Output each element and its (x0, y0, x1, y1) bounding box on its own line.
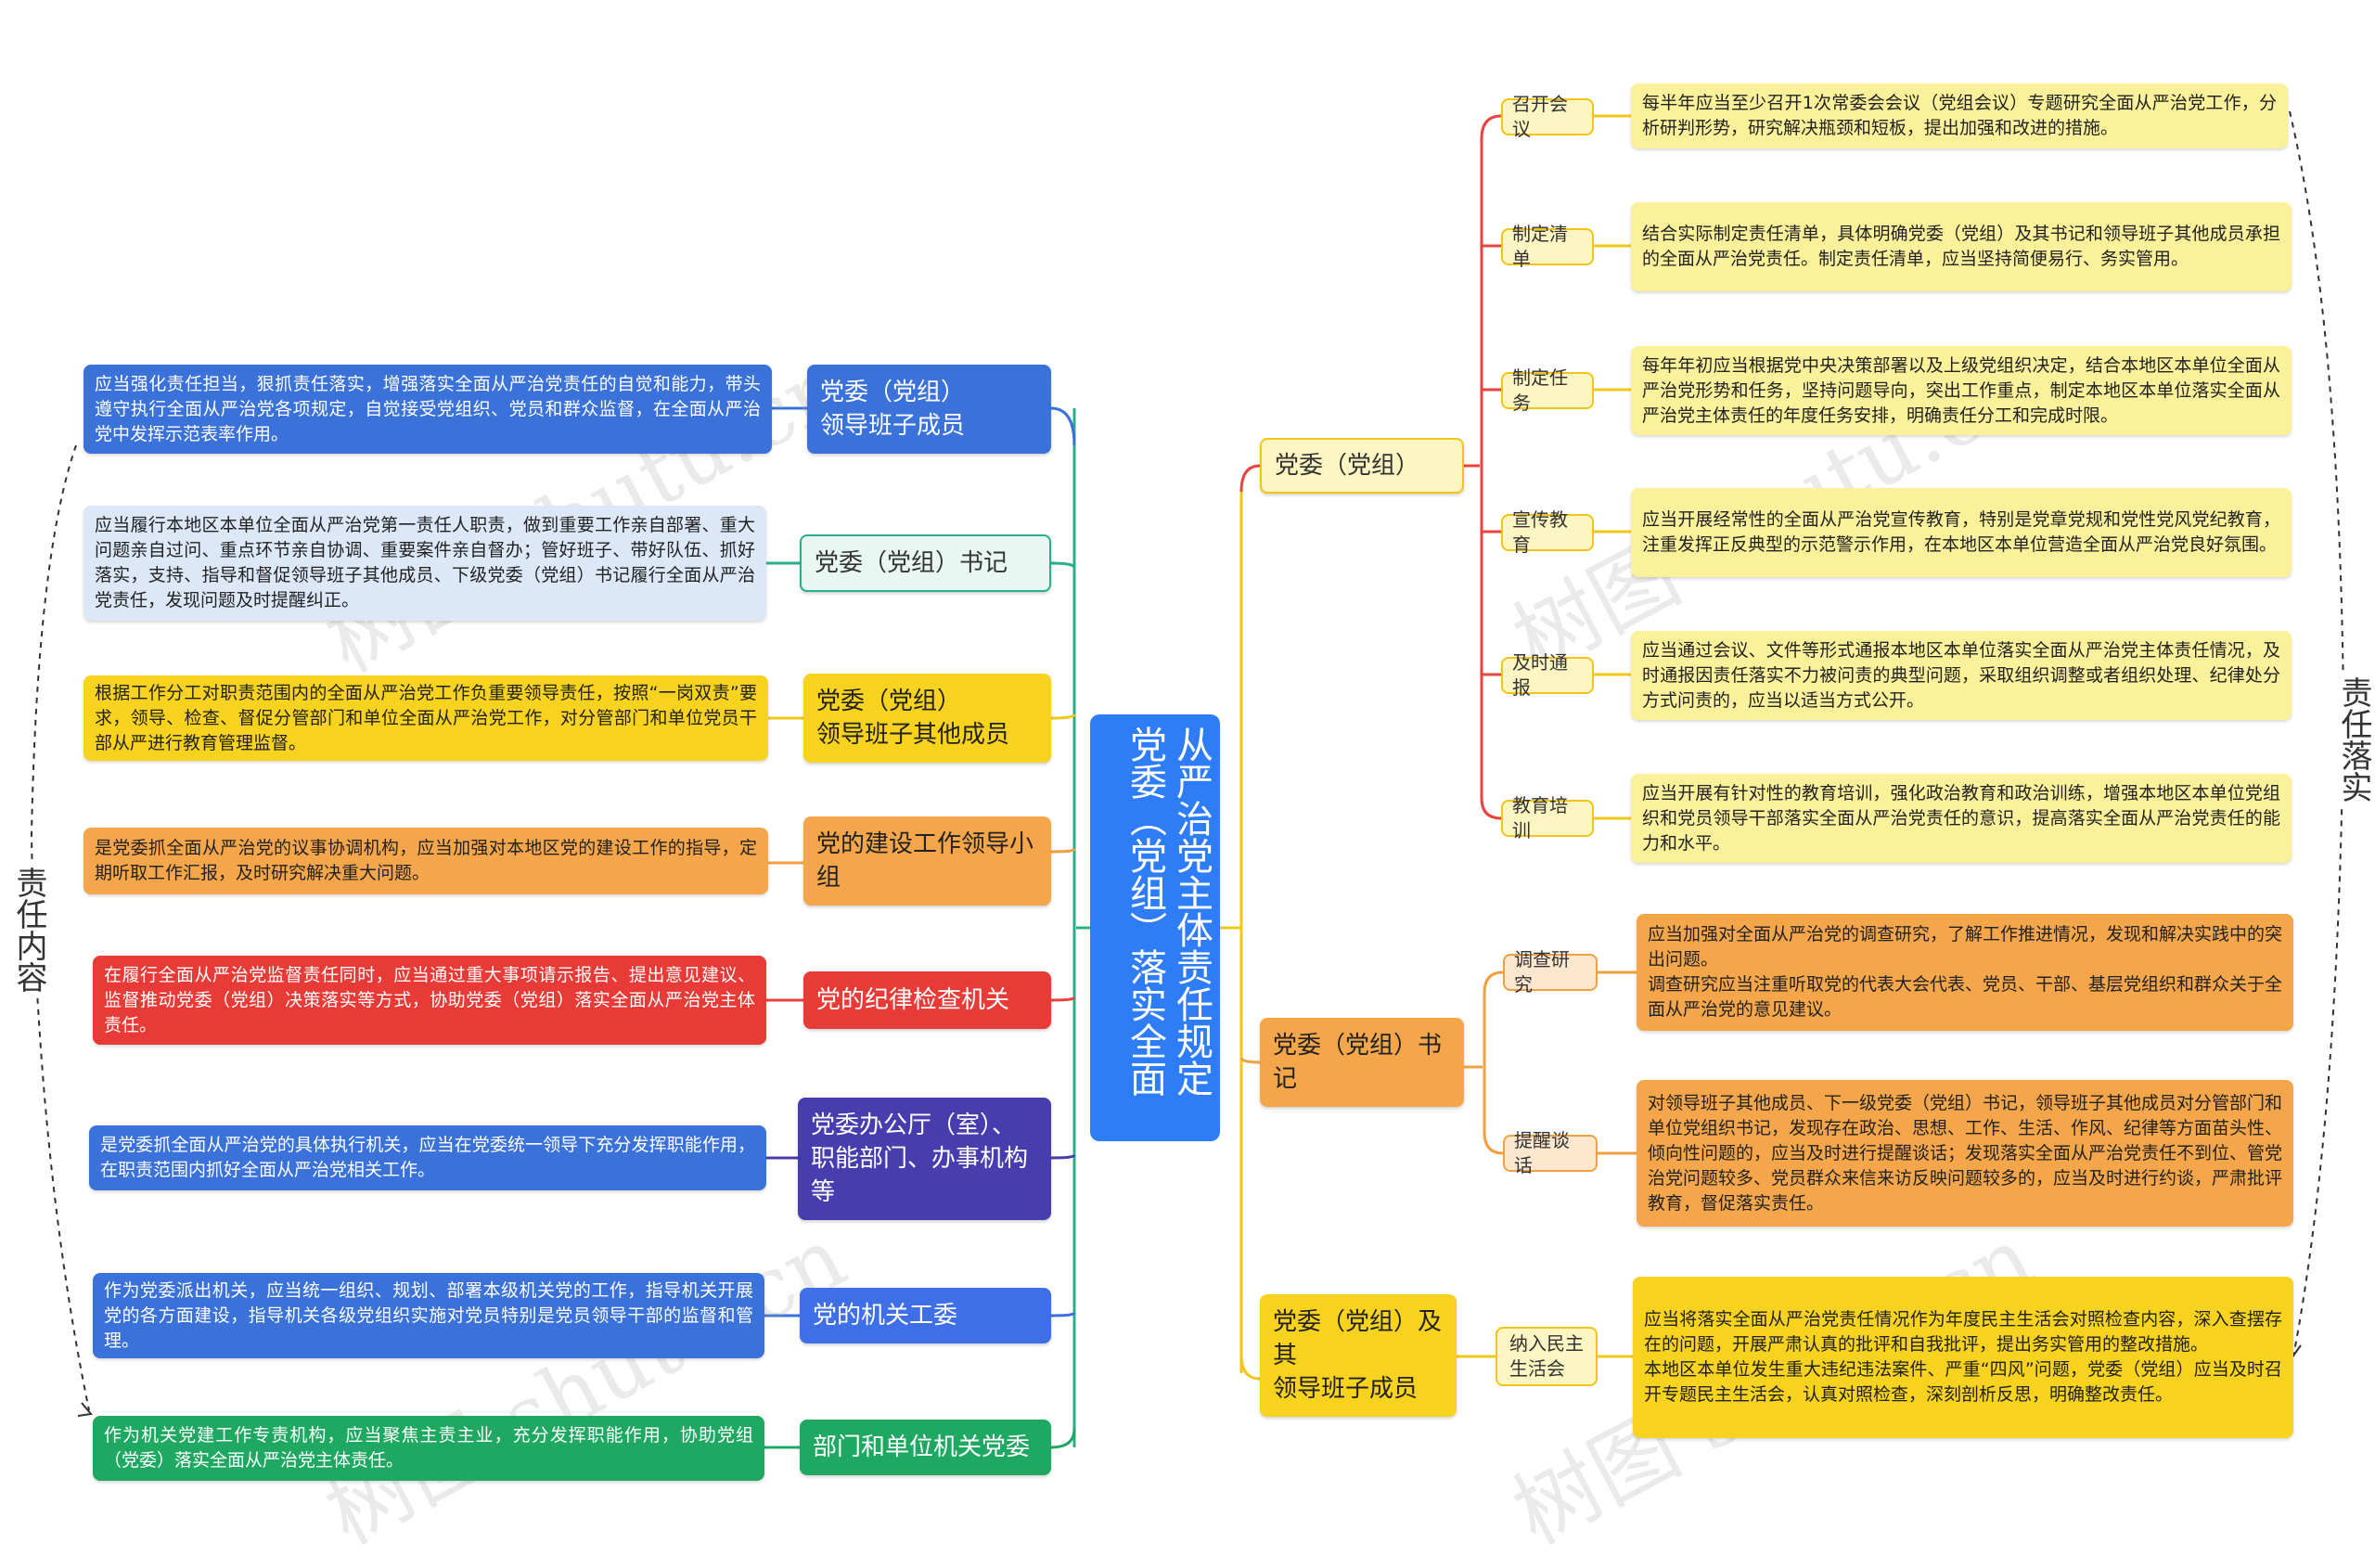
node-timely-report[interactable]: 及时通报 (1501, 651, 1594, 699)
node-party-secretary[interactable]: 党委（党组）书记 (800, 534, 1051, 592)
node-building-group[interactable]: 党的建设工作领导小组 (803, 816, 1051, 906)
text-party-secretary: 应当履行本地区本单位全面从严治党第一责任人职责，做到重要工作亲自部署、重大问题亲… (83, 506, 766, 621)
node-make-tasks[interactable]: 制定任务 (1501, 366, 1594, 414)
node-investigation[interactable]: 调查研究 (1503, 948, 1598, 996)
node-discipline-organ[interactable]: 党的纪律检查机关 (803, 971, 1051, 1029)
text-publicity-education: 应当开展经常性的全面从严治党宣传教育，特别是党章党规和党性党风党纪教育，注重发挥… (1631, 488, 2292, 577)
text-make-list: 结合实际制定责任清单，具体明确党委（党组）及其书记和领导班子其他成员承担的全面从… (1631, 202, 2292, 291)
node-office-departments[interactable]: 党委办公厅（室）、职能部门、办事机构等 (798, 1098, 1051, 1220)
text-education-training: 应当开展有针对性的教育培训，强化政治教育和政治训练，增强本地区本单位党组织和党员… (1631, 774, 2292, 863)
side-label-left: 责任内容 (10, 863, 47, 996)
node-party-committee[interactable]: 党委（党组） (1260, 438, 1464, 494)
node-education-training[interactable]: 教育培训 (1501, 794, 1594, 842)
node-organ-work-committee[interactable]: 党的机关工委 (800, 1288, 1051, 1343)
text-unit-organ-committee: 作为机关党建工作专责机构，应当聚焦主责主业，充分发挥职能作用，协助党组（党委）落… (93, 1416, 764, 1481)
text-building-group: 是党委抓全面从严治党的议事协调机构，应当加强对本地区党的建设工作的指导，定期听取… (83, 828, 768, 894)
node-leader-members[interactable]: 党委（党组） 领导班子成员 (807, 365, 1051, 454)
text-organ-work-committee: 作为党委派出机关，应当统一组织、规划、部署本级机关党的工作，指导机关开展党的各方… (93, 1273, 764, 1358)
text-leader-members: 应当强化责任担当，狠抓责任落实，增强落实全面从严治党责任的自觉和能力，带头遵守执… (83, 365, 772, 454)
text-democratic-life-meeting: 应当将落实全面从严治党责任情况作为年度民主生活会对照检查内容，深入查摆存在的问题… (1633, 1277, 2293, 1438)
node-publicity-education[interactable]: 宣传教育 (1501, 508, 1594, 556)
node-make-list[interactable]: 制定清单 (1501, 223, 1594, 270)
node-democratic-life-meeting[interactable]: 纳入民主 生活会 (1496, 1327, 1598, 1386)
side-label-right: 责任落实 (2335, 673, 2372, 806)
text-make-tasks: 每年年初应当根据党中央决策部署以及上级党组织决定，结合本地区本单位全面从严治党形… (1631, 346, 2292, 435)
text-timely-report: 应当通过会议、文件等形式通报本地区本单位落实全面从严治党主体责任情况，及时通报因… (1631, 631, 2292, 720)
text-investigation: 应当加强对全面从严治党的调查研究，了解工作推进情况，发现和解决实践中的突出问题。… (1637, 914, 2293, 1031)
node-committee-secretary[interactable]: 党委（党组）书记 (1260, 1018, 1464, 1107)
text-reminder-talk: 对领导班子其他成员、下一级党委（党组）书记，领导班子其他成员对分管部门和单位党组… (1637, 1080, 2293, 1227)
node-unit-organ-committee[interactable]: 部门和单位机关党委 (800, 1420, 1051, 1475)
text-other-members: 根据工作分工对职责范围内的全面从严治党工作负重要领导责任，按照“一岗双责”要求，… (83, 675, 768, 761)
root-node[interactable]: 从严治党主体责任规定党委（党组）落实全面 (1090, 714, 1220, 1141)
text-hold-meetings: 每半年应当至少召开1次常委会会议（党组会议）专题研究全面从严治党工作，分析研判形… (1631, 84, 2288, 148)
text-office-departments: 是党委抓全面从严治党的具体执行机关，应当在党委统一领导下充分发挥职能作用，在职责… (89, 1125, 766, 1190)
node-committee-and-members[interactable]: 党委（党组）及其 领导班子成员 (1260, 1294, 1457, 1417)
node-hold-meetings[interactable]: 召开会议 (1501, 93, 1594, 140)
node-reminder-talk[interactable]: 提醒谈话 (1503, 1129, 1598, 1176)
text-discipline-organ: 在履行全面从严治党监督责任同时，应当通过重大事项请示报告、提出意见建议、监督推动… (93, 956, 766, 1045)
node-other-members[interactable]: 党委（党组） 领导班子其他成员 (803, 674, 1051, 763)
